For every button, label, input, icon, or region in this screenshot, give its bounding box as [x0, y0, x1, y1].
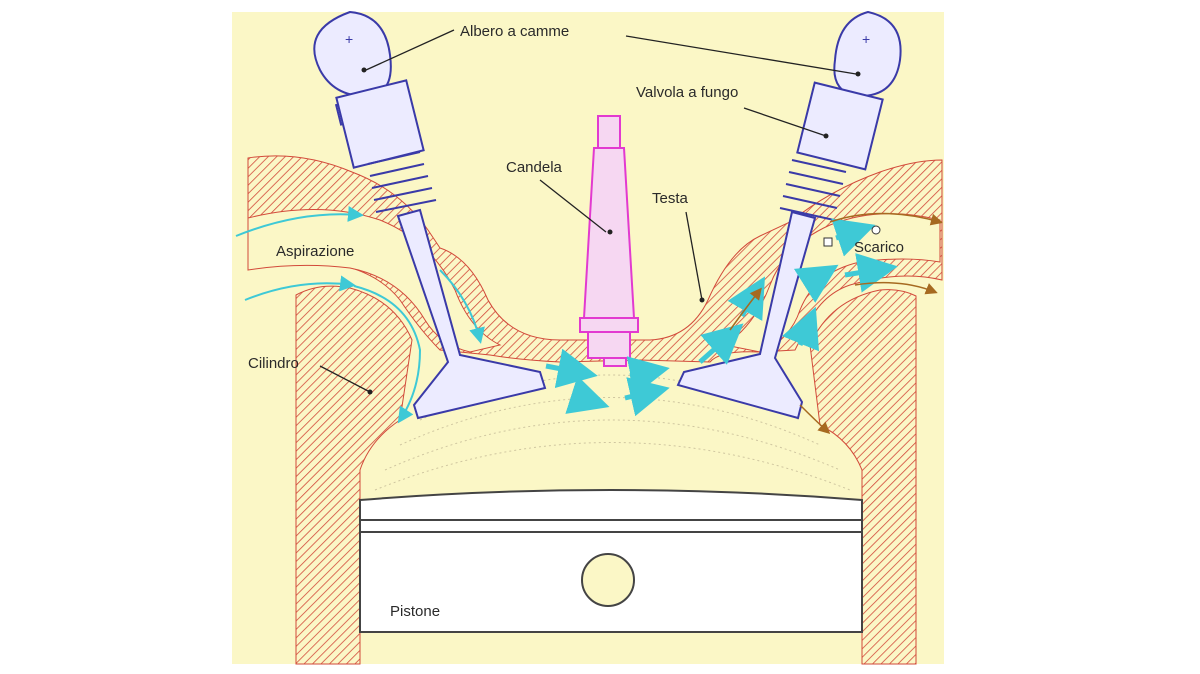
intake-flow-arrows [235, 206, 898, 424]
camshaft-lobe-right: + [833, 10, 902, 98]
cylinder-wall-left [295, 285, 413, 665]
label-poppet-valve: Valvola a fungo [636, 84, 738, 101]
piston-pin [581, 553, 635, 607]
exhaust-flow-arrows [729, 212, 943, 435]
svg-text:+: + [345, 31, 353, 47]
intake-valve [334, 79, 547, 420]
leader-dots [367, 133, 829, 395]
label-head: Testa [652, 190, 689, 207]
exhaust-valve [676, 81, 884, 420]
label-piston: Pistone [390, 603, 440, 620]
label-spark-plug: Candela [506, 159, 563, 176]
cylinder-wall-right [809, 289, 917, 665]
label-exhaust: Scarico [854, 239, 904, 256]
label-intake: Aspirazione [276, 243, 354, 260]
exhaust-markers [823, 225, 881, 247]
leader-lines [319, 29, 857, 393]
piston [359, 489, 863, 633]
svg-text:+: + [862, 31, 870, 47]
label-cylinder: Cilindro [248, 355, 299, 372]
label-camshaft: Albero a camme [460, 23, 569, 40]
